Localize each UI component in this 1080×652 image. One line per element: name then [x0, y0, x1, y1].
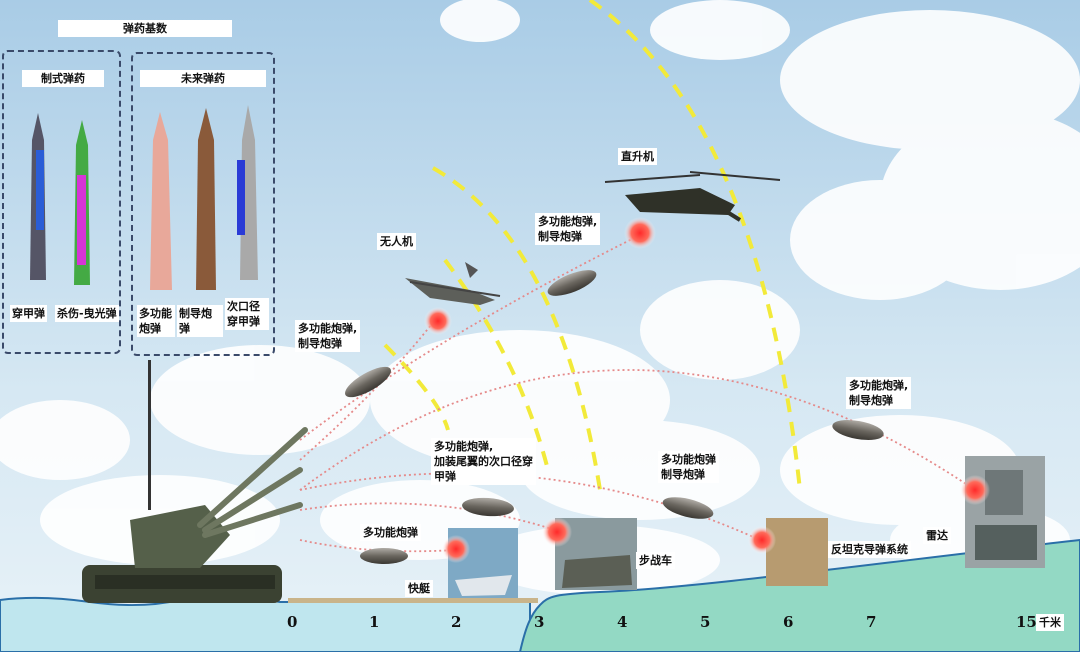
- round-label-drone: 多功能炮弹,制导炮弹: [295, 320, 360, 352]
- sub-caliber-label: 次口径穿甲弹: [225, 298, 269, 330]
- blast-atgm: [748, 526, 776, 554]
- round-label-atgm: 多功能炮弹制导炮弹: [658, 451, 719, 483]
- ammo-title: 弹药基数: [58, 20, 232, 37]
- guided-label: 制导炮弹: [177, 305, 223, 337]
- axis-tick-3: 3: [534, 613, 544, 631]
- round-label-helicopter: 多功能炮弹,制导炮弹: [535, 213, 600, 245]
- axis-tick-7: 7: [866, 613, 876, 631]
- round-label-ifv: 多功能炮弹,加装尾翼的次口径穿甲弹: [431, 438, 536, 485]
- axis-tick-15: 15: [1016, 613, 1037, 631]
- helicopter-label: 直升机: [618, 148, 657, 165]
- apds-label: 穿甲弹: [10, 305, 47, 322]
- round-label-boat: 多功能炮弹: [360, 524, 421, 541]
- ifv-label: 步战车: [636, 552, 675, 569]
- blast-drone: [424, 307, 452, 335]
- radar-label: 雷达: [923, 527, 951, 544]
- future-ammo-label: 未来弹药: [140, 70, 266, 87]
- multipurpose-label: 多功能炮弹: [137, 305, 175, 337]
- drone-label: 无人机: [377, 233, 416, 250]
- atgm-label: 反坦克导弹系统: [828, 541, 911, 558]
- blast-radar: [960, 475, 990, 505]
- axis-tick-2: 2: [451, 613, 461, 631]
- ifv-body: [562, 555, 632, 588]
- axis-tick-4: 4: [617, 613, 627, 631]
- axis-unit: 千米: [1036, 614, 1064, 631]
- round-label-radar: 多功能炮弹,制导炮弹: [846, 377, 911, 409]
- boat-label: 快艇: [405, 580, 433, 597]
- blast-ifv: [542, 517, 572, 547]
- axis-tick-0: 0: [287, 613, 297, 631]
- he-tracer-label: 杀伤-曳光弹: [55, 305, 119, 322]
- axis-tick-5: 5: [700, 613, 710, 631]
- axis-tick-6: 6: [783, 613, 793, 631]
- radar-antenna: [985, 470, 1023, 515]
- atgm-photo: [766, 518, 828, 586]
- standard-ammo-label: 制式弹药: [22, 70, 104, 87]
- radar-vehicle: [975, 525, 1037, 560]
- blast-boat: [442, 535, 470, 563]
- shell-6: [360, 548, 408, 564]
- axis-tick-1: 1: [369, 613, 379, 631]
- range-baseline: [288, 598, 538, 603]
- blast-helicopter: [624, 217, 656, 249]
